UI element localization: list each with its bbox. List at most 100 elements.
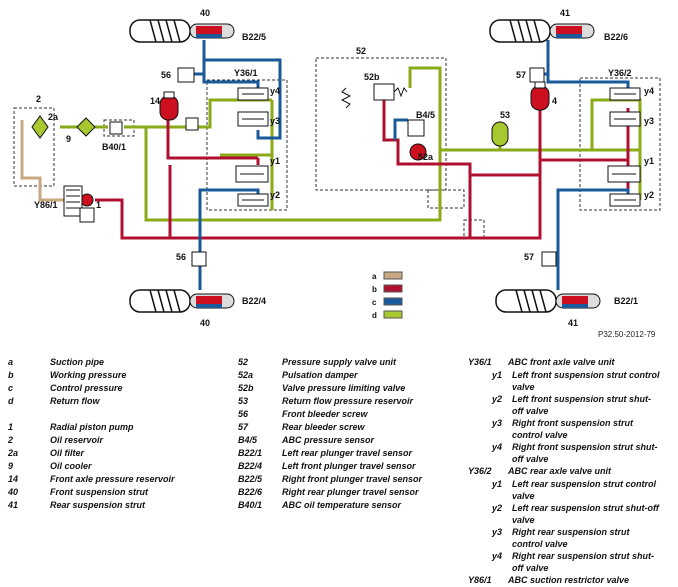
legend-description: Control pressure [50, 383, 123, 393]
label-b22-1: B22/1 [614, 296, 638, 306]
legend-code: 14 [8, 474, 19, 484]
legend-description: Valve pressure limiting valve [282, 383, 406, 393]
legend-code: B4/5 [238, 435, 258, 445]
hydraulic-schematic: 40 B22/5 41 B22/6 56 Y36/1 14 y4 y3 y1 y… [13, 8, 661, 339]
label-y2-rear: y2 [644, 190, 654, 200]
valve-y4-rear [609, 87, 641, 101]
legend-code: y4 [492, 551, 503, 561]
label-y36-2: Y36/2 [608, 68, 632, 78]
legend-swatch-label-b: b [372, 285, 377, 294]
connector-box-2 [463, 219, 485, 239]
legend-entry: 57 Rear bleeder screw [238, 421, 458, 434]
label-y1-rear: y1 [644, 156, 654, 166]
legend-code: 2a [8, 448, 19, 458]
valve-y2-front [237, 193, 269, 207]
front-right-strut [129, 19, 235, 43]
label-b4-5: B4/5 [416, 110, 435, 120]
reference-code: P32.50-2012-79 [598, 330, 656, 339]
legend-entry: y3 Right front suspension strut control v… [468, 417, 673, 441]
label-2a: 2a [48, 112, 59, 122]
legend-code: B22/4 [238, 461, 263, 471]
label-40-top: 40 [200, 8, 210, 18]
valve-y3-rear [609, 111, 641, 127]
label-57-bottom: 57 [524, 252, 534, 262]
label-b22-4: B22/4 [242, 296, 266, 306]
legend-description: Right front suspension strut shut-off va… [512, 442, 658, 464]
legend-code: 52b [238, 383, 254, 393]
valve-y1-rear [607, 165, 641, 183]
return-flow-pressure-reservoir [491, 121, 509, 147]
supply-valve-unit-52-box [315, 57, 447, 191]
label-41-bottom: 41 [568, 318, 578, 328]
legend-swatch-a [383, 271, 403, 280]
legend-code: y3 [492, 418, 503, 428]
label-y4-rear: y4 [644, 86, 654, 96]
legend-description: Left rear plunger travel sensor [282, 448, 413, 458]
legend-description: Front bleeder screw [282, 409, 368, 419]
small-valve-14 [185, 117, 199, 131]
label-y4-front: y4 [270, 86, 280, 96]
rear-pressure-reservoir [530, 81, 550, 111]
legend-description: Right rear plunger travel sensor [282, 487, 419, 497]
valve-y2-rear [609, 193, 641, 207]
oil-reservoir-box [13, 107, 55, 187]
legend-code: 9 [8, 461, 14, 471]
label-y86-1: Y86/1 [34, 200, 58, 210]
legend-description: Rear bleeder screw [282, 422, 365, 432]
legend-description: Front axle pressure reservoir [50, 474, 175, 484]
legend-code: y2 [492, 394, 503, 404]
legend-code: c [8, 383, 14, 393]
legend-code: y1 [492, 479, 503, 489]
radial-piston-pump [79, 207, 95, 223]
valve-y4-front [237, 87, 269, 101]
legend-code: y3 [492, 527, 503, 537]
legend-description: ABC suction restrictor valve [508, 575, 630, 585]
legend-description: Oil reservoir [50, 435, 104, 445]
legend-swatch-d [383, 310, 403, 319]
label-53: 53 [500, 110, 510, 120]
legend-description: Return flow pressure reservoir [282, 396, 414, 406]
rear-bleeder-screw-top [529, 67, 545, 83]
legend-code: 2 [8, 435, 14, 445]
front-bleeder-screw-top [177, 67, 195, 83]
label-2: 2 [36, 94, 41, 104]
legend-code: b [8, 370, 14, 380]
legend-description: Suction pipe [50, 357, 104, 367]
legend-code: B40/1 [238, 500, 263, 510]
suction-line [20, 120, 70, 202]
legend-description: ABC front axle valve unit [508, 357, 615, 367]
pump-accumulator [80, 193, 94, 207]
label-y1-front: y1 [270, 156, 280, 166]
legend-code: 52a [238, 370, 254, 380]
legend-code: 57 [238, 422, 249, 432]
legend-description: Left front suspension strut control valv… [512, 370, 660, 392]
legend-entry: 9 Oil cooler [8, 460, 228, 473]
rear-bleeder-screw-bottom [541, 251, 557, 267]
rear-left-strut [495, 289, 601, 313]
legend-description: Right front suspension strut control val… [512, 418, 633, 440]
legend-swatch-label-a: a [372, 272, 377, 281]
legend-code: y2 [492, 503, 503, 513]
legend-description: Front suspension strut [50, 487, 149, 497]
legend-description: Oil cooler [50, 461, 92, 471]
legend-code: Y36/1 [468, 357, 492, 367]
legend-code: B22/5 [238, 474, 263, 484]
